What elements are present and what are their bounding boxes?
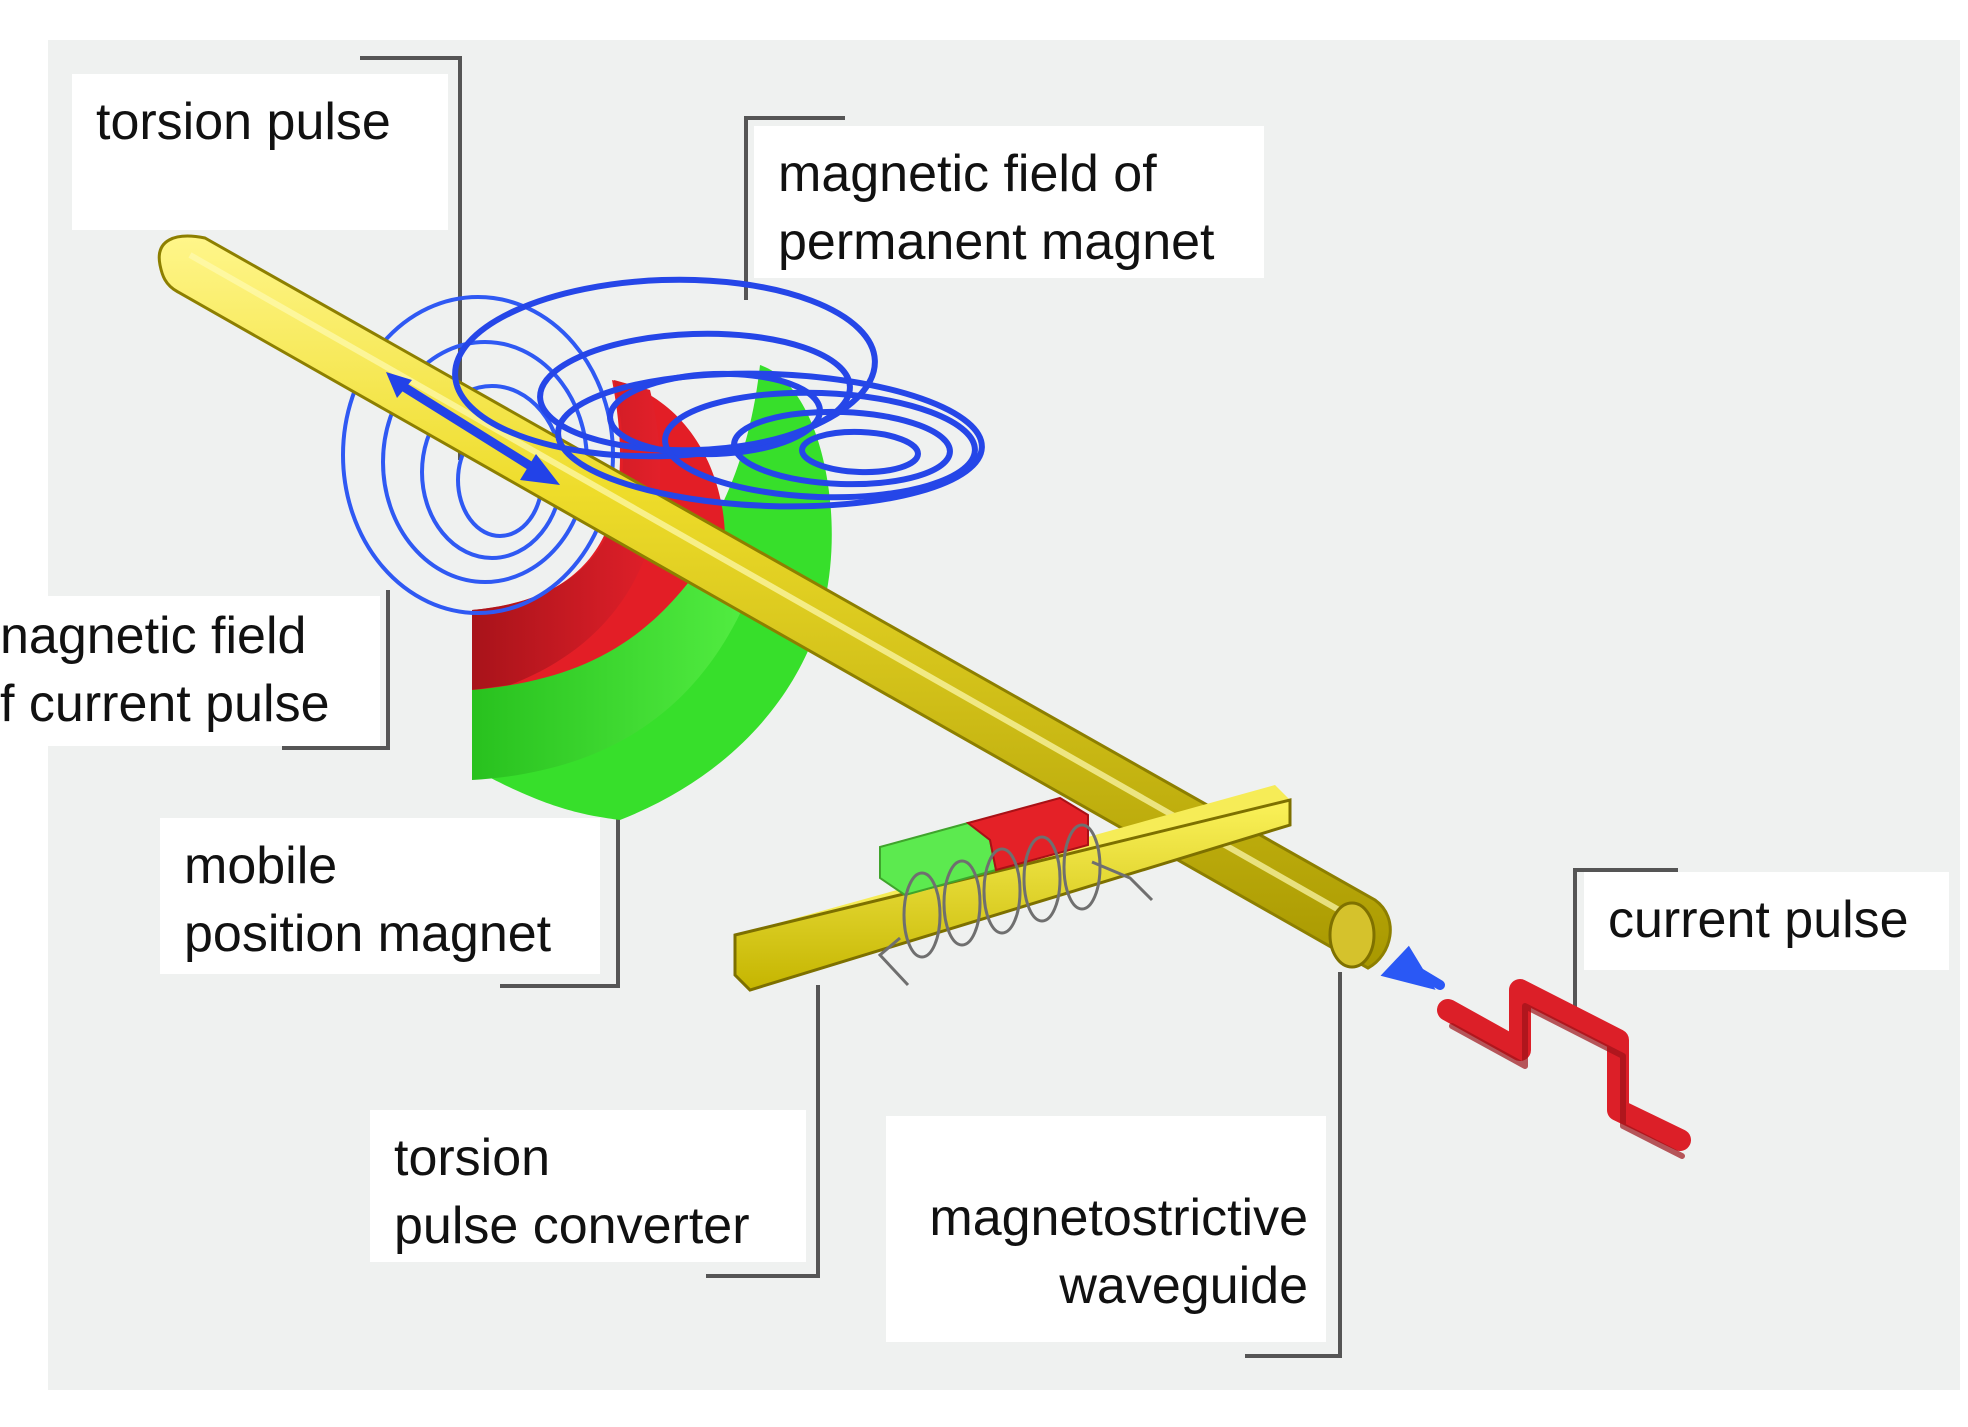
current-pulse-graphic [1380, 945, 1691, 1159]
torsion-arrow-tail [386, 372, 412, 398]
label-current-pulse: current pulse [1584, 872, 1949, 970]
label-converter-line-1: torsion [394, 1129, 551, 1187]
permanent-field-ring-1 [452, 276, 878, 460]
leader-converter [706, 985, 820, 1278]
permanent-field-ring-7 [799, 428, 921, 476]
label-field-current-line-2: f current pulse [0, 675, 330, 733]
leader-lines [282, 56, 1678, 1358]
current-pulse-waveform [1437, 979, 1691, 1151]
label-mobile-magnet: mobile position magnet [160, 818, 600, 974]
current-pulse-waveform-shadow [1449, 1003, 1685, 1159]
label-field-permanent-line-2: permanent magnet [778, 213, 1215, 271]
converter-magnet-red [965, 796, 1089, 872]
magnet-green-front-face [472, 560, 760, 780]
waveguide-end-face [1328, 901, 1376, 969]
permanent-field-ring-4 [555, 370, 985, 510]
label-mobile-magnet-line-2: position magnet [184, 905, 552, 963]
leader-current-pulse [1573, 868, 1678, 1010]
torsion-pulse-arrow [386, 372, 560, 485]
permanent-field-ring-5 [662, 389, 978, 501]
leader-mobile-magnet [500, 810, 620, 988]
label-mobile-magnet-line-1: mobile [184, 837, 338, 895]
permanent-magnet-field-lines [452, 276, 985, 510]
magnet-red-front-face [472, 380, 661, 690]
torsion-arrow-shaft [393, 378, 543, 476]
label-torsion-pulse-text: torsion pulse [96, 93, 391, 151]
leader-field-permanent [744, 116, 845, 300]
label-field-current: nagnetic field f current pulse [0, 596, 380, 746]
leader-waveguide [1245, 972, 1342, 1358]
mobile-position-magnet [472, 365, 832, 820]
leader-torsion-pulse [360, 56, 462, 460]
torsion-arrow-head [520, 454, 560, 485]
converter-coil [877, 823, 1154, 987]
label-waveguide-line-1: magnetostrictive [929, 1189, 1308, 1247]
label-field-permanent-line-1: magnetic field of [778, 145, 1157, 203]
label-torsion-pulse: torsion pulse [72, 74, 448, 230]
permanent-field-ring-6 [731, 408, 953, 488]
label-field-permanent: magnetic field of permanent magnet [754, 126, 1264, 278]
label-waveguide-line-2: waveguide [1059, 1257, 1308, 1315]
label-converter-line-2: pulse converter [394, 1197, 750, 1255]
permanent-field-ring-2 [537, 330, 853, 454]
label-field-current-line-1: nagnetic field [0, 607, 307, 665]
waveguide-rod [157, 234, 1392, 970]
magnetostrictive-waveguide [157, 234, 1392, 970]
label-waveguide: magnetostrictive waveguide [886, 1116, 1326, 1342]
leader-field-current [282, 590, 390, 750]
waveguide-highlight [188, 252, 1362, 925]
label-converter: torsion pulse converter [370, 1110, 806, 1262]
torsion-pulse-converter [733, 785, 1292, 992]
label-current-pulse-text: current pulse [1608, 891, 1909, 949]
current-pulse-arrow [1380, 945, 1445, 990]
